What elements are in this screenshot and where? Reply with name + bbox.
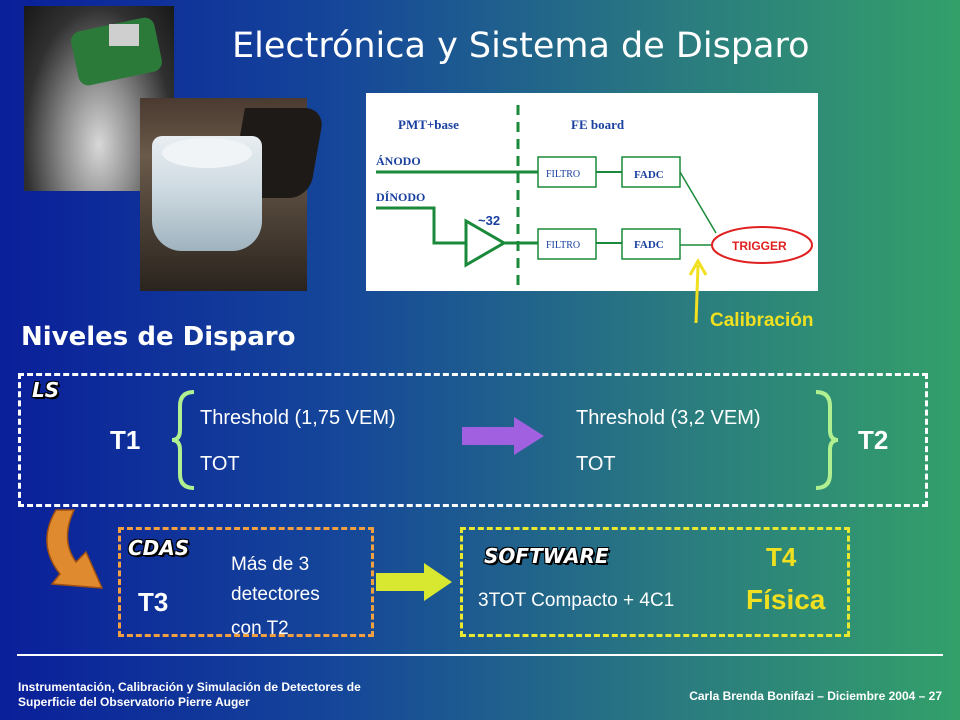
- cdas-line-3: con T2: [231, 618, 289, 639]
- fadc-label-1: FADC: [634, 169, 664, 181]
- calibration-arrow-icon: [688, 257, 708, 324]
- slide-title: Electrónica y Sistema de Disparo: [232, 26, 810, 66]
- trigger-link-1: [679, 171, 717, 234]
- anodo-label: ÁNODO: [376, 154, 421, 168]
- t3-label: T3: [138, 587, 169, 617]
- pmt-cap: [162, 138, 252, 168]
- arrow-t3-t4-icon: [376, 563, 452, 601]
- pmt-base-label: PMT+base: [398, 117, 459, 132]
- cdas-description: Más de 3 detectores con T2: [231, 550, 320, 644]
- right-brace-icon: [815, 390, 839, 490]
- tot-1: TOT: [200, 453, 240, 475]
- cdas-line-2: detectores: [231, 584, 320, 605]
- software-condition: 3TOT Compacto + 4C1: [478, 590, 675, 611]
- trigger-ellipse: [711, 226, 813, 264]
- fadc-box-1: [621, 156, 681, 188]
- niveles-heading: Niveles de Disparo: [21, 322, 296, 352]
- fadc-label-2: FADC: [634, 239, 664, 251]
- t4-label: T4: [766, 542, 797, 572]
- curved-arrow-icon: [46, 509, 104, 589]
- filtro-label-2: FILTRO: [546, 240, 580, 251]
- fe-board-label: FE board: [571, 117, 625, 132]
- filtro-label-1: FILTRO: [546, 169, 580, 180]
- pmt-chip: [109, 24, 139, 46]
- calibracion-label: Calibración: [710, 310, 814, 331]
- fisica-label: Física: [746, 584, 826, 615]
- t1-label: T1: [110, 425, 141, 455]
- footer-left: Instrumentación, Calibración y Simulació…: [18, 680, 361, 710]
- threshold-2: Threshold (3,2 VEM): [576, 407, 761, 429]
- fe-board-diagram: PMT+base FE board ÁNODO DÍNODO ~32 FILTR…: [366, 93, 818, 291]
- filtro-box-2: [537, 228, 597, 260]
- threshold-1: Threshold (1,75 VEM): [200, 407, 396, 429]
- amplifier-icon: [464, 218, 507, 268]
- pmt-photo-2: [140, 98, 325, 291]
- footer-left-line-2: Superficie del Observatorio Pierre Auger: [18, 695, 250, 709]
- fadc-box-2: [621, 228, 681, 260]
- dinodo-label: DÍNODO: [376, 190, 425, 204]
- ls-box: [18, 373, 928, 507]
- cdas-box: [118, 527, 374, 637]
- footer-divider: [17, 654, 943, 656]
- t2-label: T2: [858, 425, 889, 455]
- left-brace-icon: [171, 390, 195, 490]
- ls-label: LS: [32, 378, 60, 402]
- software-label: SOFTWARE: [484, 544, 609, 568]
- filtro-box-1: [537, 156, 597, 188]
- tot-2: TOT: [576, 453, 616, 475]
- gain-label: ~32: [478, 213, 500, 228]
- arrow-t1-t2-icon: [462, 417, 544, 455]
- cdas-label: CDAS: [128, 536, 190, 560]
- trigger-label: TRIGGER: [732, 239, 787, 253]
- cdas-line-1: Más de 3: [231, 554, 310, 575]
- software-box: [460, 527, 850, 637]
- footer-right: Carla Brenda Bonifazi – Diciembre 2004 –…: [689, 689, 942, 703]
- footer-left-line-1: Instrumentación, Calibración y Simulació…: [18, 680, 361, 694]
- dinodo-line: [376, 206, 466, 245]
